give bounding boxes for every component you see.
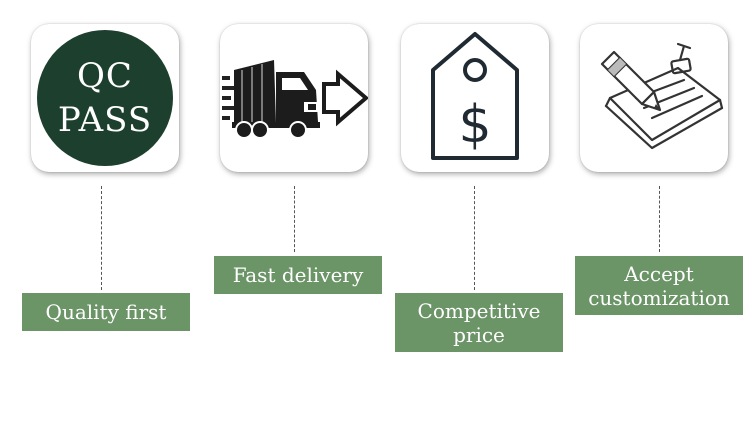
label-competitive-price: Competitive price: [395, 293, 563, 352]
label-quality-first: Quality first: [22, 293, 190, 331]
label-delivery-text: Fast delivery: [232, 263, 364, 287]
label-fast-delivery: Fast delivery: [214, 256, 382, 294]
label-quality-text: Quality first: [45, 300, 167, 324]
label-accept-customization: Accept customization: [575, 256, 743, 315]
customization-card: [580, 24, 728, 172]
connector-customization: [659, 186, 660, 252]
label-price-line1: Competitive: [417, 298, 541, 323]
label-custom-line1: Accept: [624, 261, 694, 286]
price-card: $: [401, 24, 549, 172]
connector-price: [474, 186, 475, 290]
connector-quality: [101, 186, 102, 290]
qc-pass-icon: QC PASS: [37, 30, 173, 166]
pencil-clipboard-icon: [600, 42, 724, 150]
label-custom-line2: customization: [588, 285, 730, 310]
delivery-card: [220, 24, 368, 172]
connector-delivery: [294, 186, 295, 252]
badge-line2: PASS: [57, 100, 153, 140]
label-price-line2: price: [453, 322, 505, 347]
quality-card: QC PASS: [31, 24, 179, 172]
badge-line1: QC: [77, 56, 133, 96]
price-tag-icon: $: [431, 32, 519, 160]
svg-text:$: $: [458, 95, 491, 155]
delivery-truck-icon: [222, 60, 368, 139]
